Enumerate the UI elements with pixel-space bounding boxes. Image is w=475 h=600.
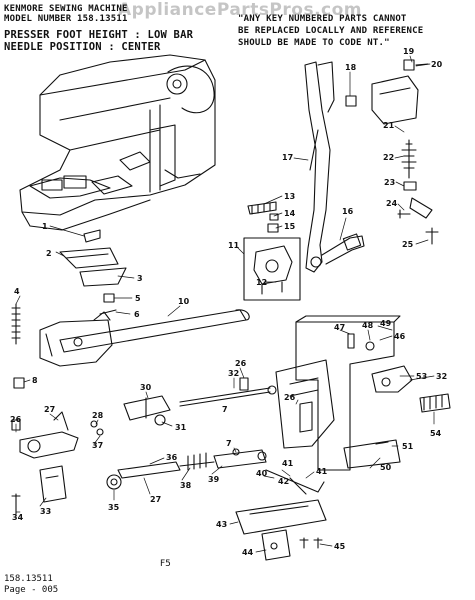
part-label-35: 35 bbox=[108, 503, 120, 512]
part-label-26c: 26 bbox=[284, 393, 296, 402]
part-label-24: 24 bbox=[386, 199, 398, 208]
lower-left-parts bbox=[11, 465, 122, 515]
presser-bar-10 bbox=[39, 309, 250, 367]
header-line-4: NEEDLE POSITION : CENTER bbox=[4, 41, 161, 53]
part-label-15: 15 bbox=[284, 222, 296, 231]
part-label-34: 34 bbox=[12, 513, 24, 522]
part-label-31: 31 bbox=[175, 423, 187, 432]
footer-model: 158.13511 bbox=[4, 574, 53, 584]
part-label-7: 7 bbox=[226, 439, 232, 448]
part-label-8: 8 bbox=[32, 376, 38, 385]
tension-assembly-11 bbox=[243, 237, 301, 301]
leader-lines bbox=[15, 55, 435, 553]
callout-line-3: SHOULD BE MADE TO CODE NT." bbox=[238, 38, 390, 48]
part-number-labels: 1 2 3 4 5 6 8 10 11 12 13 14 15 16 17 18… bbox=[10, 47, 447, 557]
part-label-43: 43 bbox=[216, 520, 227, 529]
footer-page: Page - 005 bbox=[4, 585, 59, 595]
part-label-2: 2 bbox=[46, 249, 52, 258]
part-label-39: 39 bbox=[208, 475, 220, 484]
part-label-21: 21 bbox=[383, 121, 395, 130]
header-line-3: PRESSER FOOT HEIGHT : LOW BAR bbox=[4, 29, 194, 41]
part-label-1: 1 bbox=[42, 222, 48, 231]
bracket-50 bbox=[343, 439, 401, 469]
feed-rock-shaft-crank bbox=[304, 61, 335, 273]
part-label-37: 37 bbox=[92, 441, 103, 450]
part-label-47: 47 bbox=[334, 323, 345, 332]
part-label-17: 17 bbox=[282, 153, 293, 162]
part-label-10: 10 bbox=[178, 297, 190, 306]
part-label-11: 11 bbox=[228, 241, 240, 250]
part-label-44: 44 bbox=[242, 548, 254, 557]
part-label-14: 14 bbox=[284, 209, 296, 218]
part-label-26a: 26 bbox=[235, 359, 247, 368]
part-label-4: 4 bbox=[14, 287, 20, 296]
part-label-32a: 32 bbox=[228, 369, 239, 378]
page-mark: F5 bbox=[160, 559, 171, 569]
part-label-25: 25 bbox=[402, 240, 414, 249]
needle-bar-frame bbox=[11, 377, 249, 459]
watermark: AppliancePartsPros.com bbox=[118, 0, 363, 20]
part-label-27b: 27 bbox=[150, 495, 161, 504]
part-label-18: 18 bbox=[345, 63, 357, 72]
part-label-20: 20 bbox=[431, 60, 443, 69]
callout-line-1: "ANY KEY NUMBERED PARTS CANNOT bbox=[238, 14, 407, 24]
bottom-frame bbox=[235, 469, 327, 561]
header-line-2: MODEL NUMBER 158.13511 bbox=[4, 14, 128, 24]
part-label-5: 5 bbox=[135, 294, 141, 303]
part-label-38: 38 bbox=[180, 481, 192, 490]
part-label-40: 40 bbox=[256, 469, 268, 478]
presser-bar-parts bbox=[11, 229, 127, 389]
part-label-30: 30 bbox=[140, 383, 152, 392]
part-label-32b: 32 bbox=[436, 372, 447, 381]
part-label-48: 48 bbox=[362, 321, 374, 330]
block-18 bbox=[345, 95, 357, 107]
part-label-41b: 41 bbox=[316, 467, 328, 476]
part-label-28: 28 bbox=[92, 411, 104, 420]
callout-line-2: BE REPLACED LOCALLY AND REFERENCE bbox=[238, 26, 424, 36]
part-label-46: 46 bbox=[394, 332, 406, 341]
part-label-22: 22 bbox=[383, 153, 394, 162]
part-label-36: 36 bbox=[166, 453, 178, 462]
part-label-27a: 27 bbox=[44, 405, 55, 414]
part-label-16: 16 bbox=[342, 207, 354, 216]
bobbin-winder-assembly bbox=[371, 59, 439, 245]
part-label-23: 23 bbox=[384, 178, 395, 187]
part-label-19: 19 bbox=[403, 47, 415, 56]
part-label-45: 45 bbox=[334, 542, 346, 551]
part-label-12: 12 bbox=[256, 278, 267, 287]
part-label-54: 54 bbox=[430, 429, 442, 438]
part-label-3: 3 bbox=[137, 274, 143, 283]
side-frame-46 bbox=[275, 315, 401, 471]
part-label-42: 42 bbox=[278, 477, 289, 486]
part-label-6: 6 bbox=[134, 310, 140, 319]
screws-13-15 bbox=[247, 201, 279, 233]
part-label-7b: 7 bbox=[222, 405, 228, 414]
part-label-51: 51 bbox=[402, 442, 414, 451]
part-label-49: 49 bbox=[380, 319, 392, 328]
shaft-assembly-16 bbox=[321, 233, 365, 265]
part-label-50: 50 bbox=[380, 463, 392, 472]
replacement-callout: "ANY KEY NUMBERED PARTS CANNOT BE REPLAC… bbox=[238, 13, 423, 49]
machine-body bbox=[19, 54, 216, 231]
part-label-13: 13 bbox=[284, 192, 295, 201]
part-label-33: 33 bbox=[40, 507, 51, 516]
connecting-rods bbox=[117, 448, 267, 479]
part-label-41a: 41 bbox=[282, 459, 294, 468]
part-label-26b: 26 bbox=[10, 415, 22, 424]
feed-regulator-parts bbox=[371, 365, 451, 413]
rod-32 bbox=[179, 385, 277, 407]
part-label-53: 53 bbox=[416, 372, 427, 381]
header-line-1: KENMORE SEWING MACHINE bbox=[4, 4, 128, 14]
